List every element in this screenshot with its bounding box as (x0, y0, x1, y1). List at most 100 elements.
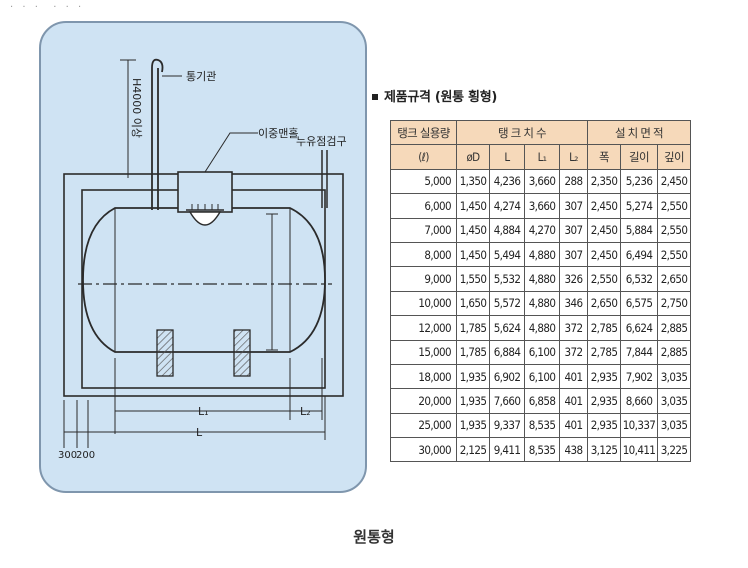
table-cell: 2,785 (587, 339, 621, 365)
table-cell: 2,550 (657, 241, 691, 268)
col-header: L₁ (524, 144, 560, 170)
table-cell: 401 (559, 412, 588, 439)
table-cell: 1,450 (456, 193, 490, 219)
table-cell: 5,884 (620, 217, 658, 243)
capacity-cell: 7,000 (390, 217, 457, 243)
table-cell: 6,575 (620, 290, 658, 317)
col-header: L₂ (559, 144, 588, 170)
table-cell: 2,450 (657, 168, 691, 195)
table-cell: 6,902 (489, 363, 525, 390)
table-cell: 6,494 (620, 241, 658, 268)
table-cell: 5,236 (620, 168, 658, 195)
table-cell: 4,884 (489, 217, 525, 243)
table-cell: 307 (559, 241, 588, 268)
table-cell: 307 (559, 217, 588, 243)
col-header: 깊이 (657, 144, 691, 170)
table-cell: 2,125 (456, 437, 490, 463)
table-cell: 4,236 (489, 168, 525, 195)
table-cell: 1,935 (456, 363, 490, 390)
capacity-cell: 9,000 (390, 266, 457, 292)
table-cell: 3,035 (657, 388, 691, 414)
capacity-cell: 10,000 (390, 290, 457, 317)
tank-dims-header: 탱 크 치 수 (456, 119, 588, 146)
table-cell: 4,274 (489, 193, 525, 219)
table-cell: 7,660 (489, 388, 525, 414)
capacity-cell: 18,000 (390, 363, 457, 390)
dim-200-label: 200 (76, 450, 95, 461)
diameter-dim (266, 213, 278, 351)
manhole-leader (204, 132, 258, 173)
table-cell: 1,450 (456, 241, 490, 268)
tank-body (82, 207, 326, 353)
col-header: L (489, 144, 525, 170)
install-area-header: 설 치 면 적 (587, 119, 691, 146)
table-cell: 2,750 (657, 290, 691, 317)
col-header: 길이 (620, 144, 658, 170)
table-cell: 401 (559, 388, 588, 414)
table-cell: 3,660 (524, 193, 560, 219)
table-cell: 6,532 (620, 266, 658, 292)
capacity-cell: 20,000 (390, 388, 457, 414)
dim-l2-label: L₂ (300, 405, 311, 418)
table-cell: 1,935 (456, 388, 490, 414)
table-cell: 4,880 (524, 315, 560, 341)
table-cell: 9,337 (489, 412, 525, 439)
table-cell: 2,550 (657, 217, 691, 243)
table-cell: 3,225 (657, 437, 691, 463)
table-cell: 6,884 (489, 339, 525, 365)
table-cell: 2,650 (587, 290, 621, 317)
bottom-dimensions (63, 358, 326, 448)
table-cell: 1,785 (456, 315, 490, 341)
table-cell: 2,650 (657, 266, 691, 292)
table-cell: 2,550 (587, 266, 621, 292)
table-cell: 307 (559, 193, 588, 219)
spec-table: 탱크 실용량 탱 크 치 수 설 치 면 적 (ℓ) øD L L₁ L₂ 폭 … (390, 119, 691, 463)
table-cell: 7,844 (620, 339, 658, 365)
capacity-cell: 6,000 (390, 193, 457, 219)
leak-check-pipe (321, 150, 328, 208)
table-cell: 5,494 (489, 241, 525, 268)
table-cell: 372 (559, 315, 588, 341)
table-cell: 10,337 (620, 412, 658, 439)
leak-check-label: 누유점검구 (296, 135, 347, 148)
table-cell: 5,572 (489, 290, 525, 317)
table-cell: 5,274 (620, 193, 658, 219)
table-cell: 288 (559, 168, 588, 195)
table-cell: 4,880 (524, 290, 560, 317)
table-cell: 2,935 (587, 412, 621, 439)
table-cell: 3,125 (587, 437, 621, 463)
spec-title-text: 제품규격 (원통 횡형) (384, 90, 498, 105)
table-cell: 8,535 (524, 437, 560, 463)
table-cell: 4,880 (524, 266, 560, 292)
table-cell: 2,935 (587, 388, 621, 414)
dim-l-label: L (196, 426, 203, 439)
table-cell: 372 (559, 339, 588, 365)
col-header: 폭 (587, 144, 621, 170)
table-cell: 1,450 (456, 217, 490, 243)
double-manhole-label: 이중맨홀 (258, 127, 298, 140)
table-cell: 1,350 (456, 168, 490, 195)
table-cell: 8,660 (620, 388, 658, 414)
spec-title: 제품규격 (원통 횡형) (372, 86, 497, 105)
capacity-cell: 8,000 (390, 241, 457, 268)
figure-caption: 원통형 (353, 528, 395, 546)
saddle-supports (156, 329, 251, 377)
table-cell: 4,880 (524, 241, 560, 268)
table-cell: 8,535 (524, 412, 560, 439)
table-cell: 2,550 (657, 193, 691, 219)
table-cell: 1,785 (456, 339, 490, 365)
table-cell: 2,450 (587, 217, 621, 243)
table-cell: 5,532 (489, 266, 525, 292)
table-cell: 3,660 (524, 168, 560, 195)
manhole (177, 171, 233, 226)
top-dots: · · · · · · (10, 2, 85, 13)
table-cell: 1,650 (456, 290, 490, 317)
